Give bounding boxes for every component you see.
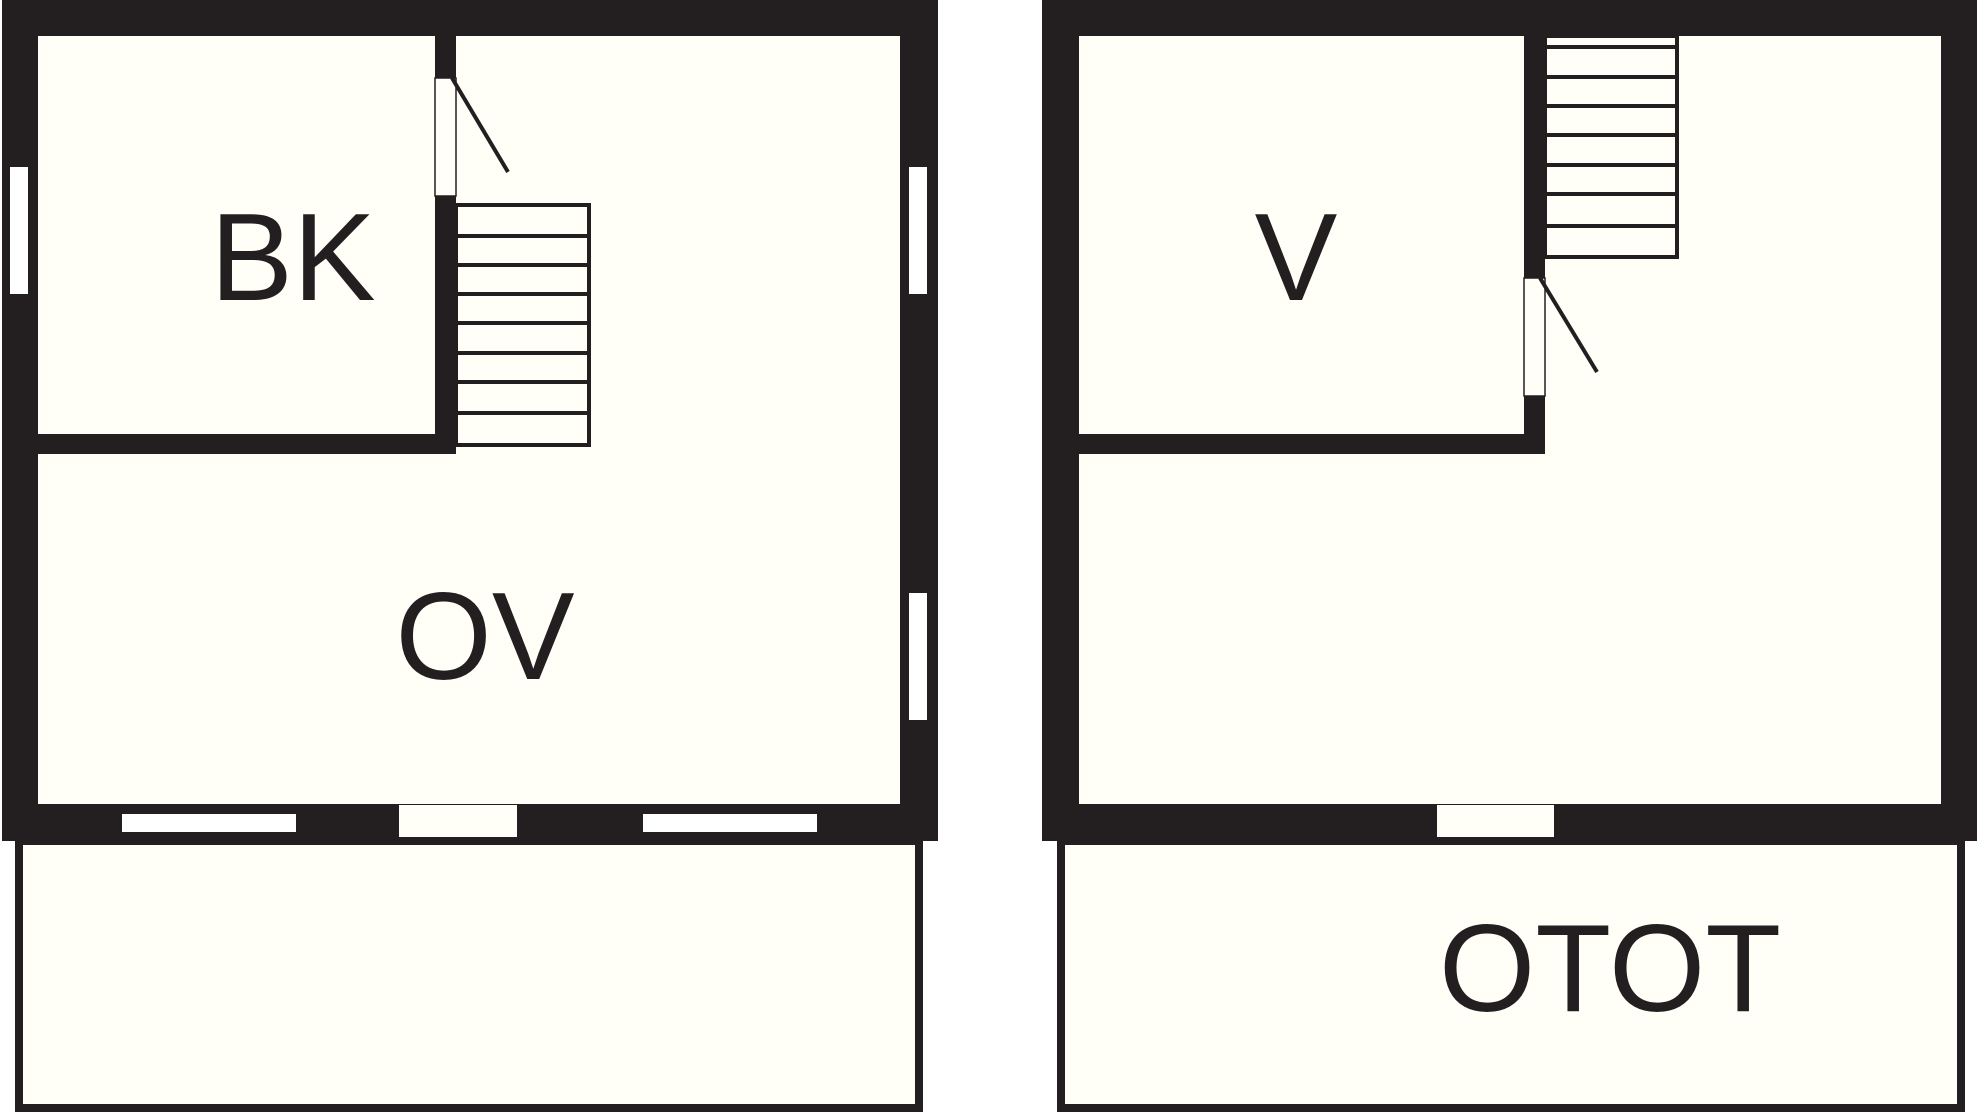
left-window-south-2 (643, 814, 817, 832)
left-staircase (454, 203, 591, 447)
left-door-opening-bk (435, 78, 456, 196)
left-entrance-opening (399, 805, 517, 841)
right-entrance-opening (1437, 805, 1554, 841)
left-terrace (15, 837, 923, 1112)
right-door-swing-v (1538, 276, 1599, 374)
right-staircase (1543, 34, 1679, 259)
floor-plan-right: V OTOT (1042, 0, 1977, 1112)
right-door-opening-v (1524, 278, 1545, 396)
right-balcony (1057, 837, 1965, 1112)
floor-plan-left: BK OV (2, 0, 938, 1112)
right-floor (1079, 36, 1941, 804)
room-label: OV (395, 568, 574, 706)
left-window-south-1 (122, 814, 296, 832)
left-door-swing-bk (450, 76, 510, 174)
right-interior-wall-horizontal (1079, 434, 1545, 454)
room-label: BK (210, 189, 375, 327)
left-window-east-lower (909, 593, 927, 720)
left-window-west (10, 167, 28, 294)
room-label: OTOT (1439, 900, 1781, 1038)
room-label: V (1255, 189, 1338, 327)
left-interior-wall-horizontal (38, 434, 456, 454)
left-window-east-upper (909, 167, 927, 294)
